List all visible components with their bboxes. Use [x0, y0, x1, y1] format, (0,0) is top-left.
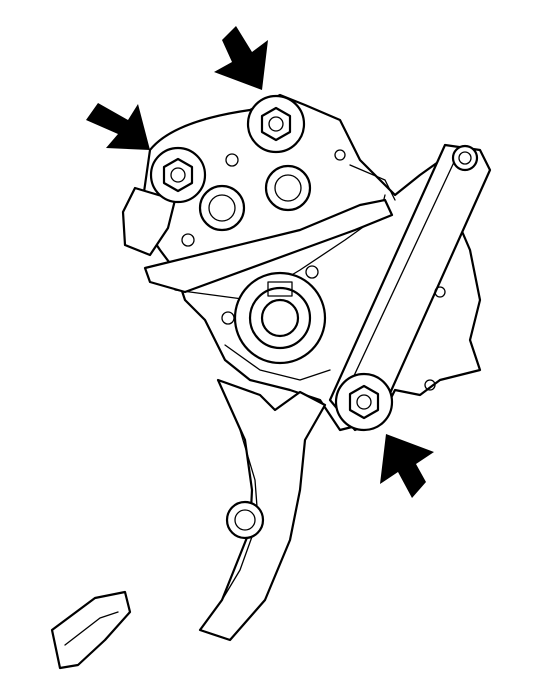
pivot-hub — [233, 271, 327, 365]
left-tab — [121, 186, 177, 257]
pedal-arm — [198, 378, 327, 642]
arrow-left-nut — [86, 103, 150, 150]
arrow-lower-nut — [380, 434, 434, 498]
upper-mounting-nut — [246, 94, 306, 154]
bracket-holes — [181, 144, 479, 540]
cross-brace — [143, 198, 394, 294]
link-rod — [328, 143, 492, 432]
left-mounting-nut — [149, 146, 207, 204]
pedal-pad — [50, 590, 132, 670]
arrow-top-nut — [214, 26, 268, 90]
lower-mounting-nut — [334, 372, 394, 432]
